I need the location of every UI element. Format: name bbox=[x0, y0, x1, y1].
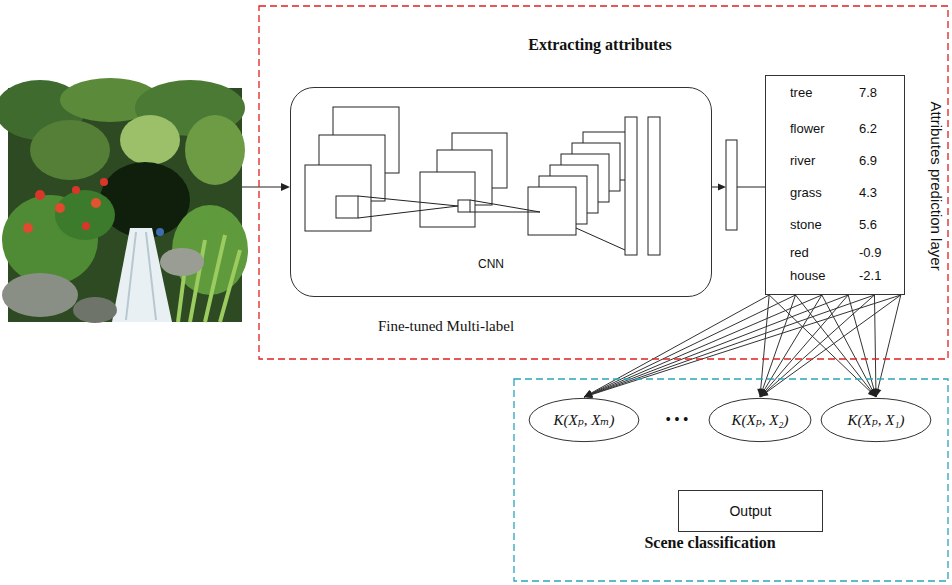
arrow-head bbox=[584, 391, 593, 398]
projection-line bbox=[576, 228, 625, 250]
foliage bbox=[120, 115, 180, 165]
flower bbox=[91, 198, 101, 208]
attribute-score: -2.1 bbox=[859, 268, 881, 284]
dashed-border bbox=[259, 6, 948, 359]
feature-arrow bbox=[712, 187, 719, 188]
leaves bbox=[178, 235, 240, 322]
ellipsis-dots: • • • bbox=[666, 410, 688, 428]
kernel-label: K(Xₚ, X₁) bbox=[847, 411, 904, 429]
flower bbox=[35, 190, 45, 200]
attribute-name: tree bbox=[790, 85, 812, 101]
region-title: Scene classification bbox=[644, 533, 775, 553]
kernel-ellipse: K(Xₚ, X₁) bbox=[820, 397, 932, 443]
arrow-head bbox=[874, 388, 881, 397]
attribute-score: -0.9 bbox=[859, 245, 881, 261]
projection-line bbox=[358, 196, 458, 206]
cnn-layers bbox=[305, 107, 660, 255]
connector bbox=[584, 295, 901, 398]
region-box: Extracting attributesCNNFine-tuned Multi… bbox=[258, 5, 949, 360]
attribute-score: 6.9 bbox=[859, 153, 877, 169]
region-box: Scene classification K(Xₚ, Xₘ) K(Xₚ, X₂) K(… bbox=[513, 378, 949, 582]
connector bbox=[769, 295, 901, 397]
arrow-head bbox=[584, 390, 593, 397]
shadow bbox=[100, 162, 190, 238]
attribute-name: house bbox=[790, 268, 825, 284]
waterfall bbox=[112, 228, 172, 322]
attribute-name: river bbox=[790, 153, 815, 169]
flower bbox=[82, 222, 90, 230]
attribute-score: 7.8 bbox=[859, 85, 877, 101]
attribute-name: grass bbox=[790, 185, 822, 201]
connector-line bbox=[584, 295, 901, 397]
projection-line bbox=[470, 212, 540, 213]
region-outline bbox=[258, 5, 949, 360]
dashed-border bbox=[514, 379, 948, 581]
bush bbox=[55, 190, 115, 240]
attribute-score: 5.6 bbox=[859, 217, 877, 233]
kernel-ellipse: K(Xₚ, Xₘ) bbox=[528, 397, 640, 443]
arrow-head bbox=[760, 389, 768, 397]
layer-label: CNN bbox=[478, 257, 504, 271]
projection-line bbox=[470, 200, 540, 212]
projection-line bbox=[358, 206, 458, 218]
region-title: Extracting attributes bbox=[528, 35, 672, 55]
attribute-name: stone bbox=[790, 217, 822, 233]
kernel-label: K(Xₚ, X₂) bbox=[731, 411, 788, 429]
arrow-head bbox=[281, 183, 290, 191]
side-title: Attributes prediction layer bbox=[927, 101, 945, 270]
connector bbox=[757, 295, 901, 397]
kernel-ellipse: K(Xₚ, X₂) bbox=[708, 397, 812, 443]
arrow-head bbox=[718, 184, 726, 191]
kernel-label: K(Xₚ, Xₘ) bbox=[553, 411, 614, 429]
waterfall bbox=[126, 232, 156, 320]
arrow-head bbox=[584, 390, 593, 397]
foliage bbox=[185, 115, 245, 185]
attribute-score: 6.2 bbox=[859, 121, 877, 137]
arrow-head bbox=[760, 389, 768, 397]
attribute-box: tree 7.8 flower 6.2 river 6.9 grass 4.3 stone 5.6… bbox=[765, 75, 905, 295]
output-box: Output bbox=[678, 490, 823, 532]
ellipse-shape bbox=[709, 398, 811, 441]
attribute-name: red bbox=[790, 245, 809, 261]
connector-line bbox=[769, 295, 901, 397]
input-arrow bbox=[242, 187, 283, 188]
feature-vector bbox=[726, 140, 737, 230]
arrow-head bbox=[584, 391, 593, 398]
rock bbox=[2, 273, 78, 317]
attribute-score: 4.3 bbox=[859, 185, 877, 201]
feature-line bbox=[737, 187, 765, 188]
arrow-head bbox=[584, 391, 593, 397]
feature-map bbox=[305, 165, 371, 231]
fc-layer bbox=[648, 117, 660, 255]
output-label: Output bbox=[729, 503, 771, 519]
arrow-head bbox=[760, 389, 769, 397]
flower bbox=[100, 178, 108, 186]
connector-line bbox=[760, 295, 901, 397]
flower bbox=[156, 228, 164, 236]
kernel bbox=[458, 200, 470, 212]
flower bbox=[72, 186, 80, 194]
cnn-box: CNNFine-tuned Multi-label bbox=[290, 87, 712, 297]
flower bbox=[23, 223, 33, 233]
arrow-head bbox=[584, 391, 593, 398]
ellipse-shape bbox=[821, 398, 931, 441]
feature-map bbox=[420, 172, 475, 227]
scene-photo bbox=[0, 78, 248, 323]
kernel bbox=[336, 196, 358, 218]
foliage bbox=[30, 120, 110, 180]
flower bbox=[55, 203, 65, 213]
ellipse-shape bbox=[529, 398, 639, 441]
fc-layer bbox=[625, 117, 637, 255]
rock bbox=[73, 297, 117, 323]
rock bbox=[160, 248, 204, 276]
caption-label: Fine-tuned Multi-label bbox=[378, 318, 514, 335]
attribute-name: flower bbox=[790, 121, 825, 137]
